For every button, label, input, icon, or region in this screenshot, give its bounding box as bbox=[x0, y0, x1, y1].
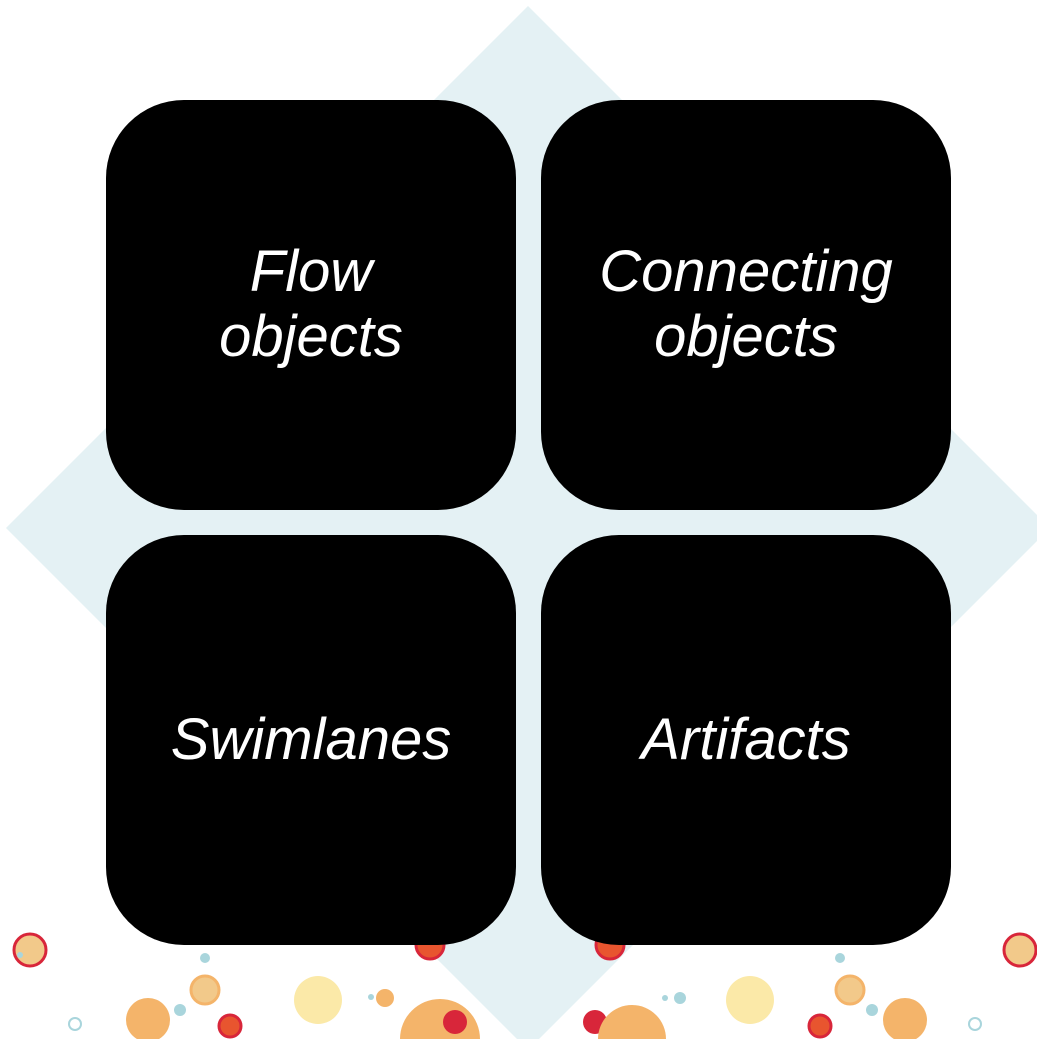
tile-label: Artifacts bbox=[641, 706, 851, 772]
bubble-dot bbox=[17, 952, 23, 958]
bubble-dot bbox=[174, 1004, 186, 1016]
bubble-dot bbox=[376, 989, 394, 1007]
tile-label: Swimlanes bbox=[170, 706, 452, 772]
bubble-dot bbox=[443, 1010, 467, 1034]
tile-artifacts: Artifacts bbox=[541, 535, 951, 945]
bubble-dot bbox=[126, 998, 170, 1039]
bubble-dot bbox=[835, 953, 845, 963]
bubble-dot bbox=[368, 994, 374, 1000]
bubble-dot bbox=[968, 1017, 982, 1031]
bubble-dot bbox=[189, 974, 221, 1006]
tile-swimlanes: Swimlanes bbox=[106, 535, 516, 945]
bubble-dot bbox=[68, 1017, 82, 1031]
bubble-dot bbox=[217, 1013, 243, 1039]
bubble-dot bbox=[674, 992, 686, 1004]
bubble-dot bbox=[662, 995, 668, 1001]
bubble-dot bbox=[883, 998, 927, 1039]
bubble-dot bbox=[726, 976, 774, 1024]
bubble-dot bbox=[1002, 932, 1037, 968]
bubble-dot bbox=[400, 999, 480, 1039]
bubble-dot bbox=[200, 953, 210, 963]
bubble-dot bbox=[866, 1004, 878, 1016]
bubble-dot bbox=[598, 1005, 666, 1039]
bubble-dot bbox=[834, 974, 866, 1006]
bubble-dot bbox=[807, 1013, 833, 1039]
bubble-dot bbox=[12, 932, 48, 968]
bubble-dot bbox=[294, 976, 342, 1024]
